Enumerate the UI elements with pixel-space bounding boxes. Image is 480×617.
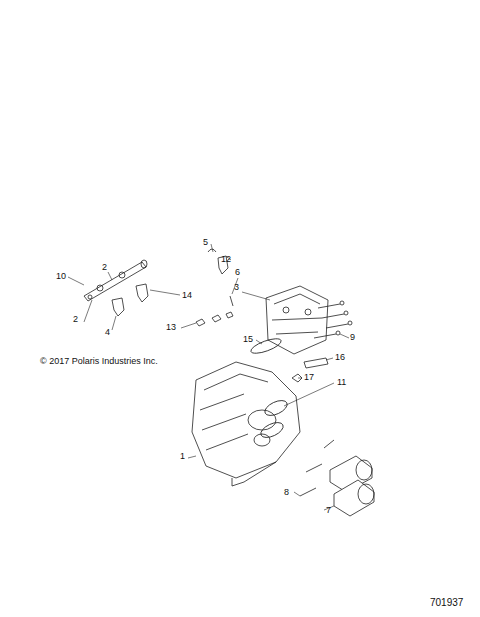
o-ring	[249, 336, 282, 356]
sensor	[304, 358, 328, 368]
clip	[196, 249, 233, 326]
callout-number: 2	[73, 315, 78, 324]
valve-cover	[266, 286, 328, 354]
copyright-note: © 2017 Polaris Industries Inc.	[40, 357, 158, 366]
callout-number: 1	[180, 452, 185, 461]
callout-number: 17	[304, 373, 314, 382]
callout-number: 8	[284, 488, 289, 497]
bolt	[300, 440, 334, 496]
callout-number: 13	[166, 323, 176, 332]
callout-number: 11	[337, 378, 346, 387]
callout-number: 16	[335, 353, 345, 362]
callout-number: 5	[203, 238, 208, 247]
callout-number: 4	[105, 328, 110, 337]
callout-number: 15	[243, 335, 253, 344]
seal	[263, 397, 290, 418]
callout-number: 10	[56, 272, 66, 281]
fuel-injector	[112, 256, 228, 316]
figure-number: 701937	[430, 598, 463, 608]
callout-number: 7	[326, 506, 331, 515]
callout-number: 9	[350, 333, 355, 342]
callout-number: 3	[234, 283, 239, 292]
intake-boot	[330, 456, 374, 516]
callout-number: 2	[102, 263, 107, 272]
fuel-rail	[84, 260, 147, 301]
callout-number: 12	[221, 255, 231, 264]
seal	[259, 419, 286, 440]
callout-number: 6	[235, 268, 240, 277]
callout-number: 14	[182, 291, 192, 300]
fitting	[292, 374, 302, 382]
bolt	[314, 301, 352, 338]
cylinder-head	[192, 362, 300, 486]
leader-line	[68, 244, 349, 510]
